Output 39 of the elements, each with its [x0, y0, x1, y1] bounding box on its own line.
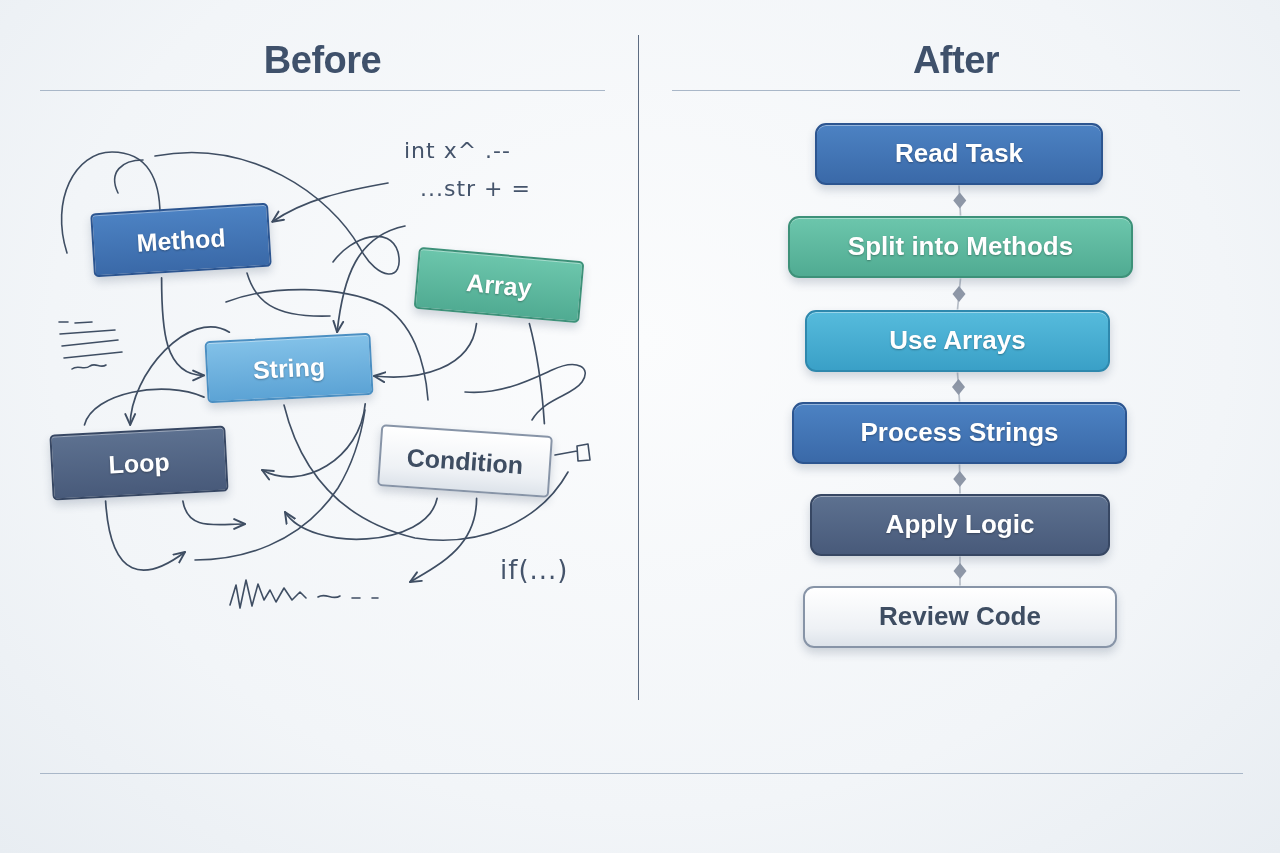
- node-label: Loop: [107, 446, 171, 480]
- arrow: [409, 497, 478, 583]
- arrow: [104, 500, 186, 571]
- step-box: [803, 586, 1117, 648]
- concept-card: [204, 332, 374, 404]
- arrow: [160, 277, 205, 381]
- node-label: Apply Logic: [885, 509, 1035, 541]
- concept-card: [413, 246, 585, 324]
- node-label: Review Code: [879, 601, 1041, 633]
- panel-heading: After: [912, 38, 1000, 82]
- handwritten-note: if(...): [500, 556, 569, 586]
- concept-card: [90, 202, 272, 278]
- connector-line: [83, 388, 205, 426]
- step-box: [815, 123, 1103, 185]
- node-label: Split into Methods: [847, 231, 1074, 263]
- arrow: [261, 402, 367, 480]
- node-label: Condition: [405, 441, 525, 481]
- step-box: [792, 402, 1127, 464]
- concept-card: [49, 425, 229, 501]
- node-label: Method: [135, 222, 227, 258]
- node-label: String: [252, 351, 326, 385]
- arrow: [125, 326, 231, 426]
- connector-line: [528, 322, 546, 425]
- step-box: [788, 216, 1133, 278]
- node-label: Use Arrays: [889, 325, 1026, 357]
- step-box: [810, 494, 1110, 556]
- arrow: [373, 322, 478, 383]
- node-label: Array: [465, 267, 533, 303]
- step-box: [805, 310, 1110, 372]
- node-label: Process Strings: [860, 417, 1059, 449]
- arrow: [284, 497, 438, 540]
- node-label: Read Task: [894, 138, 1024, 170]
- handwritten-note: ...str + =: [420, 176, 531, 202]
- concept-card: [377, 424, 553, 498]
- handwritten-note: int x^ .--: [404, 138, 511, 164]
- panel-heading: Before: [263, 38, 382, 82]
- arrow: [271, 182, 389, 223]
- arrow: [332, 225, 406, 334]
- arrow: [182, 500, 246, 531]
